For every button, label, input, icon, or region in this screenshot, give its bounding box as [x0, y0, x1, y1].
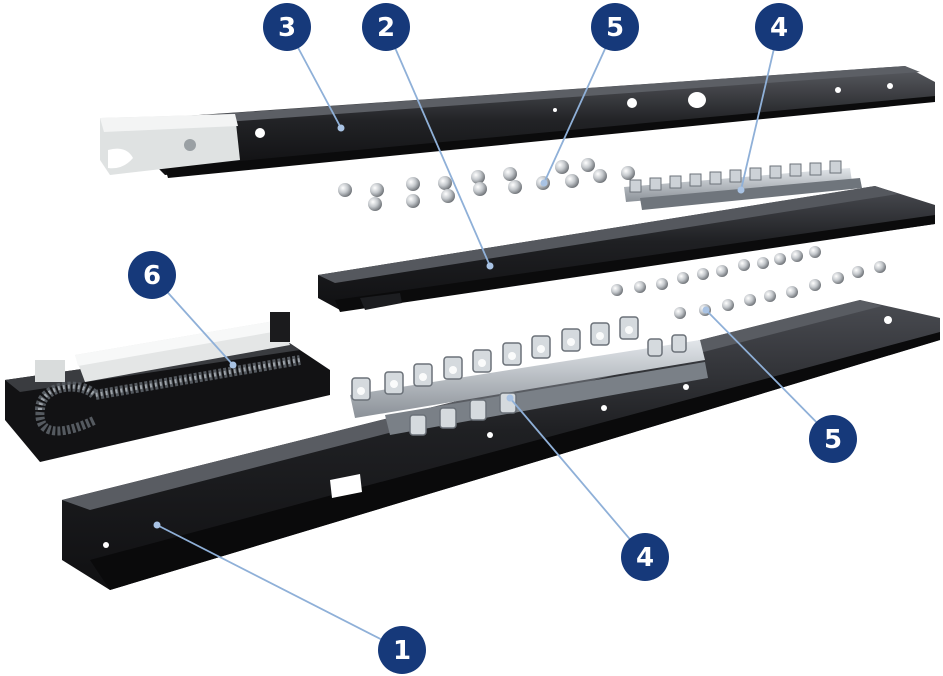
- leader-line-4-lower: [509, 397, 646, 558]
- svg-text:5: 5: [824, 425, 842, 455]
- callout-badge-5-upper: 5: [591, 3, 639, 51]
- callout-badge-2: 2: [362, 3, 410, 51]
- ball-cage-upper: [624, 160, 862, 210]
- leader-line-5-lower: [705, 309, 834, 440]
- svg-text:4: 4: [636, 543, 654, 573]
- callout-badge-1: 1: [378, 626, 426, 674]
- callout-badge-6: 6: [128, 251, 176, 299]
- leader-dots: [153, 124, 745, 529]
- leader-line-5-upper: [543, 26, 616, 184]
- svg-text:6: 6: [143, 261, 161, 291]
- svg-text:5: 5: [606, 13, 624, 43]
- middle-rail: [318, 186, 935, 312]
- callout-badge-4-lower: 4: [621, 533, 669, 581]
- inner-rail: [100, 66, 935, 178]
- svg-text:1: 1: [393, 636, 411, 666]
- leader-line-4-upper: [740, 26, 780, 191]
- svg-text:3: 3: [278, 13, 296, 43]
- ball-cage-lower: [350, 316, 708, 436]
- rail-end-cap: [100, 114, 240, 175]
- balls-upper: [338, 158, 635, 211]
- svg-text:4: 4: [770, 13, 788, 43]
- callout-badge-5-lower: 5: [809, 415, 857, 463]
- soft-close-mechanism: [5, 312, 330, 462]
- callout-badge-4-upper: 4: [755, 3, 803, 51]
- leader-line-1: [156, 524, 403, 651]
- leader-line-2: [385, 26, 491, 267]
- svg-text:2: 2: [377, 13, 395, 43]
- callout-badge-3: 3: [263, 3, 311, 51]
- balls-lower: [611, 246, 886, 319]
